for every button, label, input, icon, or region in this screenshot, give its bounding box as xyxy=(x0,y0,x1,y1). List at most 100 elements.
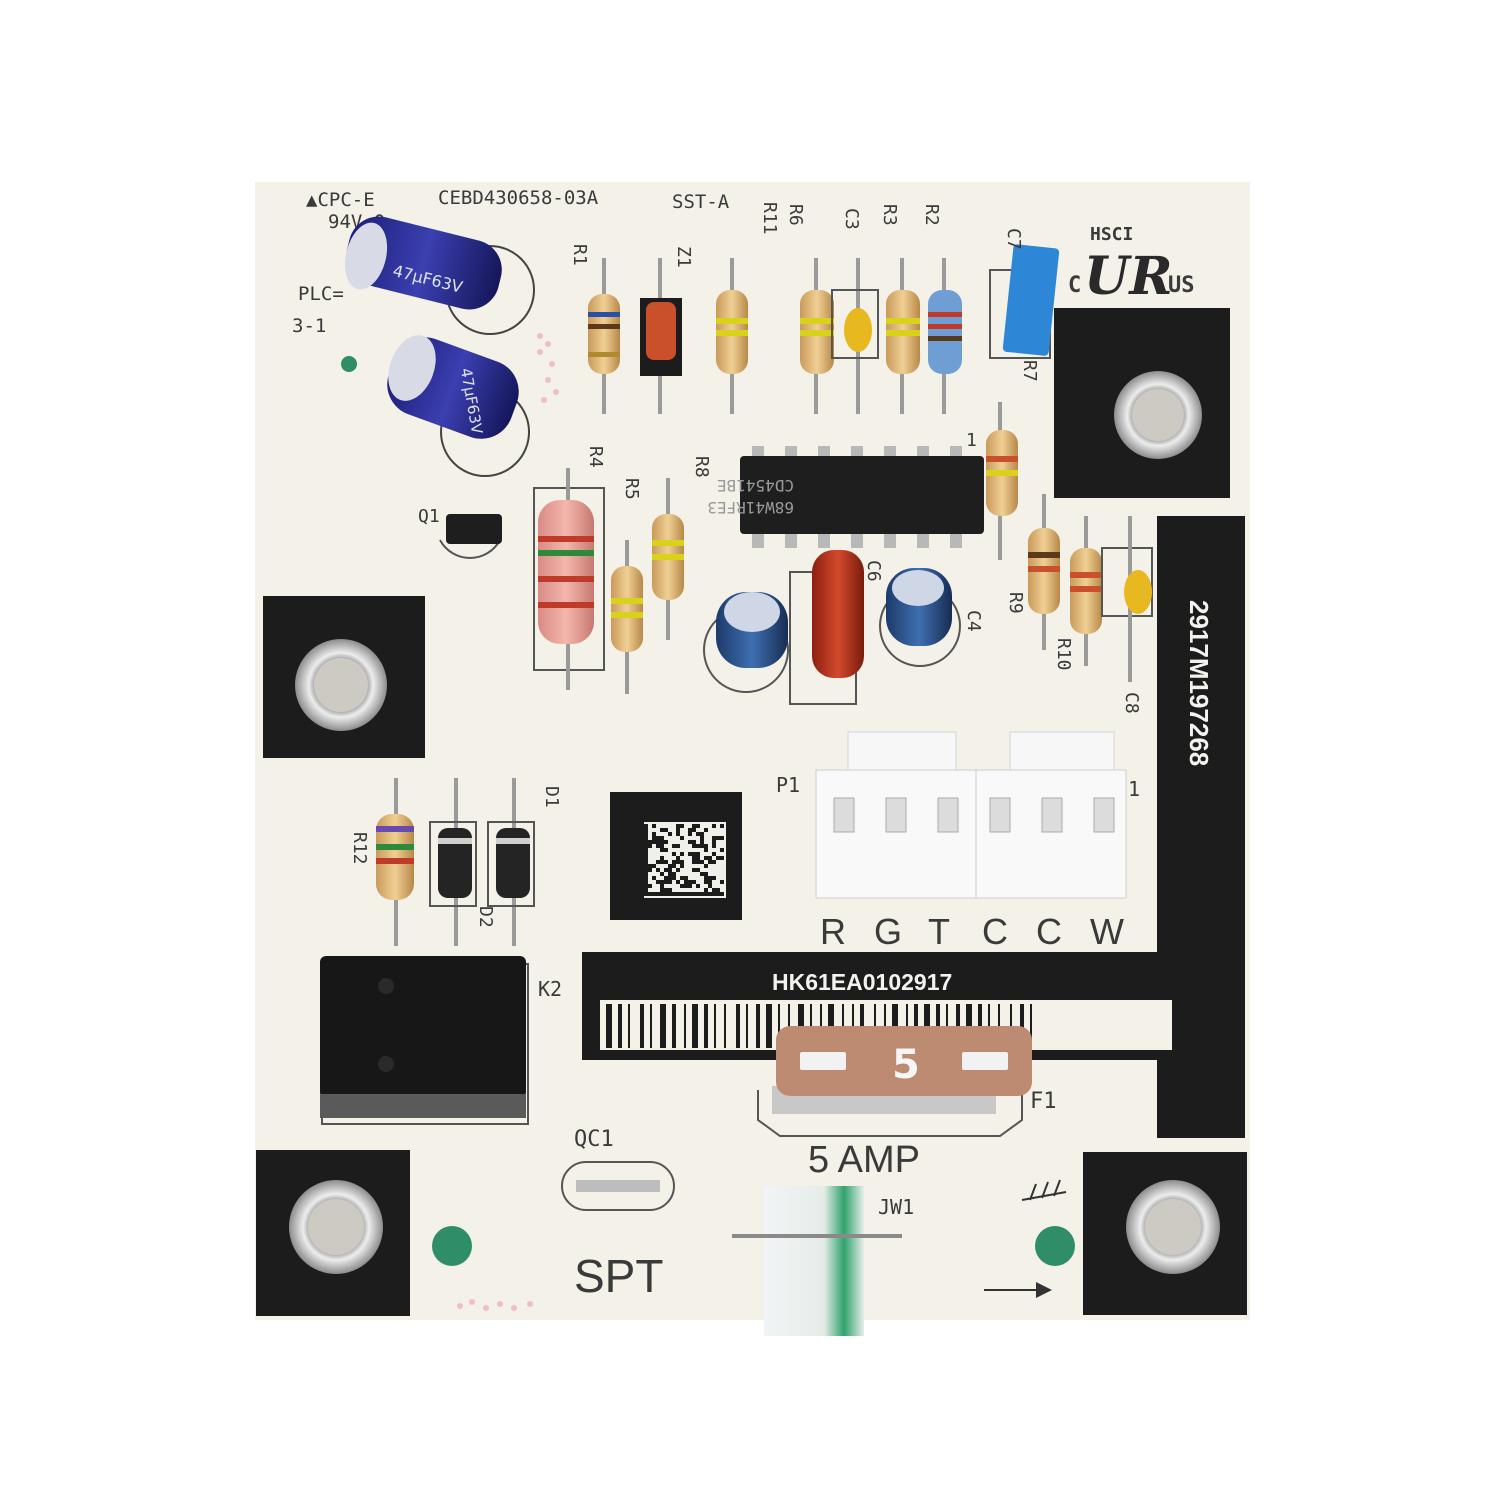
terminal-c-label: C xyxy=(1036,911,1062,952)
datamatrix-module xyxy=(672,872,676,876)
cert-c: C xyxy=(1068,273,1081,298)
datamatrix-module xyxy=(684,884,688,888)
ic-pin1: 1 xyxy=(966,430,977,451)
datamatrix-module xyxy=(692,840,696,844)
mounting-holes xyxy=(289,371,1220,1274)
ref-k2: K2 xyxy=(538,977,562,1001)
datamatrix-module xyxy=(692,880,696,884)
datamatrix-module xyxy=(696,868,700,872)
datamatrix-module xyxy=(668,892,672,896)
ic-pin xyxy=(950,446,962,458)
barcode-bar xyxy=(672,1004,676,1048)
datamatrix-module xyxy=(708,876,712,880)
ref-r6: R6 xyxy=(785,204,806,226)
ic-pin xyxy=(851,446,863,458)
terminal-c-label: C xyxy=(982,911,1008,952)
datamatrix-module xyxy=(700,860,704,864)
quick-connect-qc1 xyxy=(576,1180,660,1192)
datamatrix-module xyxy=(716,888,720,892)
green-tab xyxy=(764,1186,864,1336)
datamatrix-module xyxy=(692,828,696,832)
ref-c6: C6 xyxy=(863,560,884,582)
datamatrix-module xyxy=(660,848,664,852)
barcode-bar xyxy=(640,1004,644,1048)
datamatrix-module xyxy=(660,892,664,896)
datamatrix-module xyxy=(644,888,648,892)
datamatrix-module xyxy=(716,836,720,840)
ic-pin xyxy=(884,446,896,458)
terminal-r-label: R xyxy=(820,911,846,952)
capacitor-c7 xyxy=(1002,244,1060,356)
ref-d2: D2 xyxy=(475,906,496,928)
fuse-label: F1 xyxy=(1030,1089,1057,1114)
zener-diode-z1 xyxy=(646,302,676,360)
datamatrix-module xyxy=(652,832,656,836)
connector-pin xyxy=(1041,797,1063,833)
datamatrix-module xyxy=(644,844,648,848)
datamatrix-module xyxy=(644,864,648,868)
datamatrix-module xyxy=(696,856,700,860)
side-code: 2917M197268 xyxy=(1184,600,1214,766)
datamatrix-module xyxy=(660,888,664,892)
datamatrix-module xyxy=(648,892,652,896)
datamatrix-module xyxy=(668,872,672,876)
ref-r4: R4 xyxy=(585,446,606,468)
ic-chip: CD4541BE 68W41RFE3 1 xyxy=(707,430,984,548)
diode-d2 xyxy=(438,828,472,898)
barcode-bar xyxy=(778,1004,780,1048)
datamatrix-module xyxy=(676,824,680,828)
datamatrix-module xyxy=(720,824,724,828)
datamatrix-module xyxy=(652,840,656,844)
resistor-r5 xyxy=(611,566,643,652)
capacitor-c2: 47µF63V xyxy=(387,335,530,477)
fuse-rating: 5 AMP xyxy=(808,1139,920,1181)
datamatrix-module xyxy=(672,892,676,896)
datamatrix-module xyxy=(704,828,708,832)
datamatrix-module xyxy=(656,868,660,872)
datamatrix-module xyxy=(648,844,652,848)
barcode-bar xyxy=(606,1004,612,1048)
datamatrix-module xyxy=(672,844,676,848)
label-plc: PLC= xyxy=(298,283,344,305)
d1-outline xyxy=(487,821,535,907)
ic-pin xyxy=(818,446,830,458)
cert-us: US xyxy=(1168,273,1195,298)
datamatrix-module xyxy=(684,892,688,896)
transistor-q1-outline xyxy=(439,539,501,559)
datamatrix-module xyxy=(664,892,668,896)
datamatrix-module xyxy=(660,884,664,888)
relay-k2 xyxy=(320,956,526,1098)
datamatrix-module xyxy=(656,892,660,896)
datamatrix-module xyxy=(716,892,720,896)
p1-label: P1 xyxy=(776,773,800,797)
datamatrix-module xyxy=(660,828,664,832)
c3-outline xyxy=(831,289,879,359)
datamatrix-module xyxy=(692,868,696,872)
ref-r1: R1 xyxy=(569,244,590,266)
datamatrix-module xyxy=(660,856,664,860)
datamatrix-module xyxy=(644,880,648,884)
datamatrix-module xyxy=(648,884,652,888)
datamatrix-module xyxy=(676,868,680,872)
barcode-bar xyxy=(714,1004,716,1048)
barcode-bar xyxy=(746,1004,748,1048)
terminal-w-label: W xyxy=(1090,911,1124,952)
label-3-1: 3-1 xyxy=(292,315,326,337)
datamatrix-module xyxy=(692,892,696,896)
datamatrix-module xyxy=(704,844,708,848)
capacitor-c3 xyxy=(844,308,872,352)
ic-pin xyxy=(818,532,830,548)
datamatrix-module xyxy=(652,824,656,828)
datamatrix-module xyxy=(696,852,700,856)
datamatrix-module xyxy=(680,892,684,896)
datamatrix-module xyxy=(648,864,652,868)
datamatrix-module xyxy=(660,880,664,884)
qc1-label: QC1 xyxy=(574,1127,614,1152)
ic-pin xyxy=(917,446,929,458)
resistor-r12 xyxy=(376,814,414,900)
datamatrix-module xyxy=(676,856,680,860)
barcode-bar xyxy=(692,1004,698,1048)
capacitor-c6 xyxy=(812,550,864,678)
ul-logo: UR xyxy=(1084,246,1173,307)
datamatrix-module xyxy=(644,876,648,880)
